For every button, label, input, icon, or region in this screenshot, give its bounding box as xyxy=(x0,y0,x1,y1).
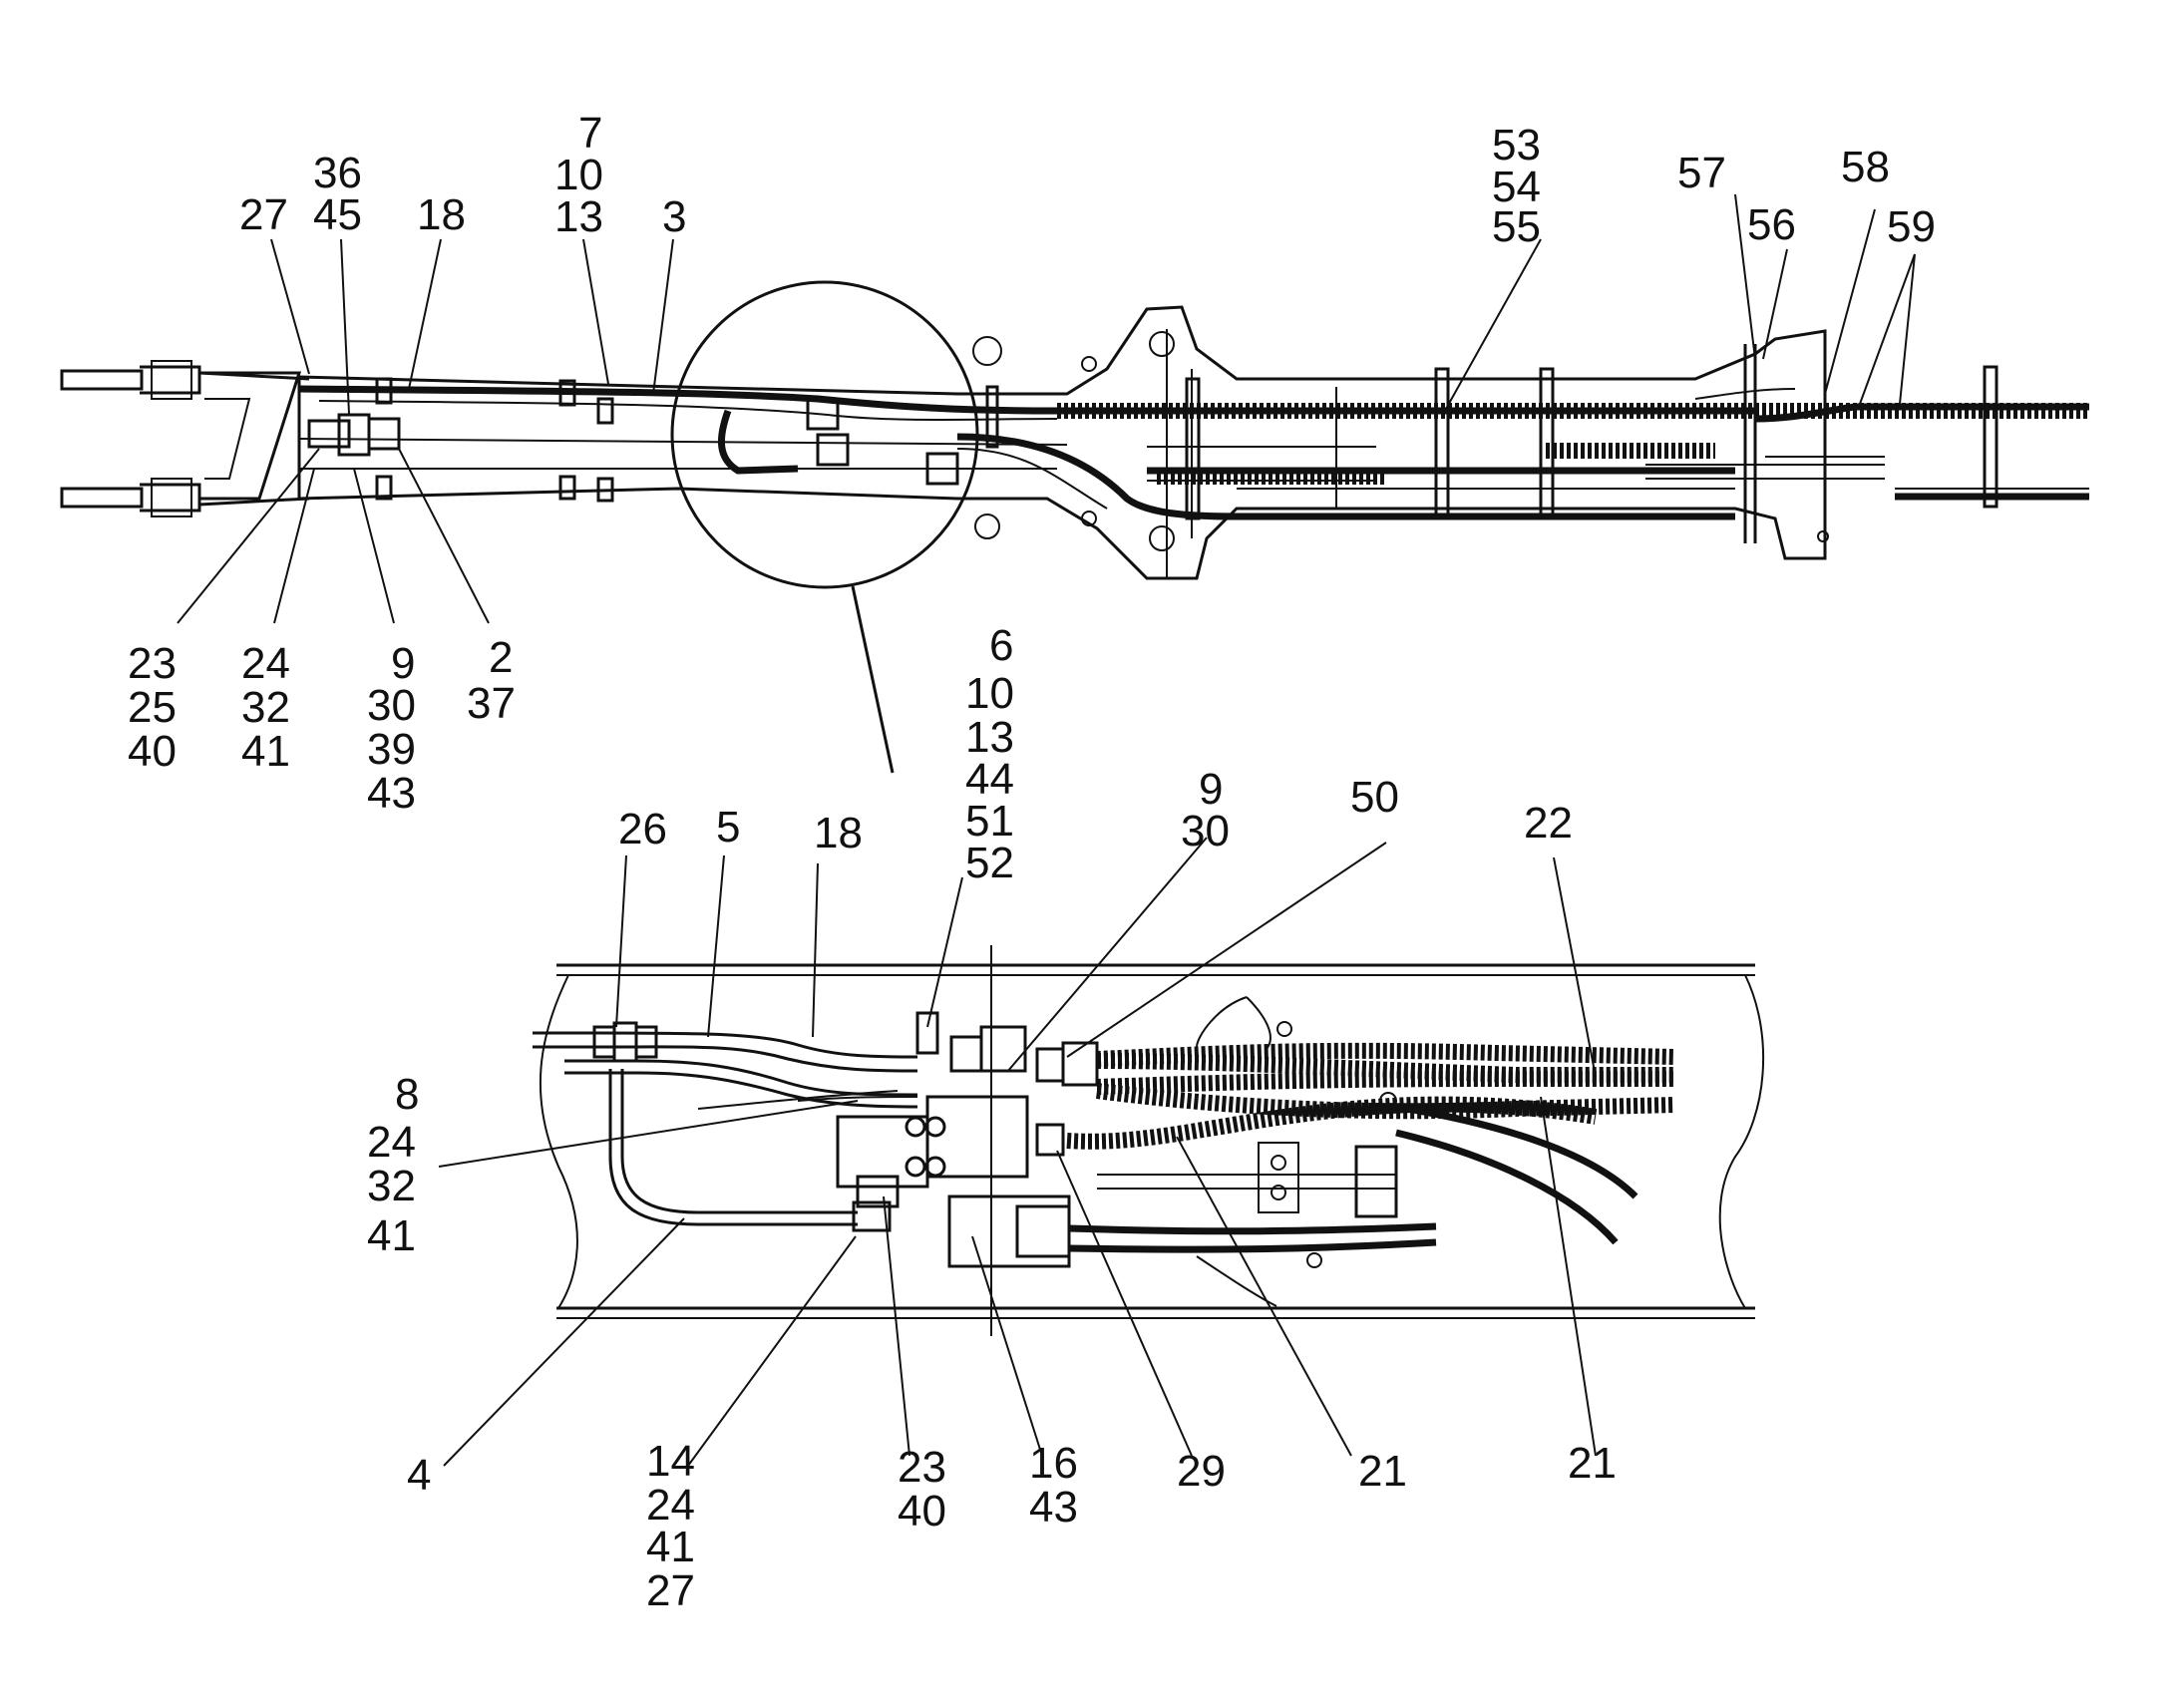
callout-55: 55 xyxy=(1492,202,1541,251)
callout-18: 18 xyxy=(417,190,466,239)
top-callouts: 27 36 45 18 7 10 13 3 53 54 55 57 56 58 … xyxy=(128,109,1936,818)
callout-24: 24 xyxy=(367,1118,416,1167)
boom-end-fork xyxy=(60,360,310,517)
detail-view xyxy=(533,945,1765,1336)
callout-40: 40 xyxy=(128,727,177,776)
callout-43: 43 xyxy=(1029,1483,1078,1532)
callout-26: 26 xyxy=(618,805,667,854)
callout-43: 43 xyxy=(367,769,416,818)
callout-24: 24 xyxy=(646,1481,695,1530)
detail-pointer-line xyxy=(851,585,895,774)
callout-23: 23 xyxy=(128,639,177,688)
callout-6: 6 xyxy=(989,621,1013,670)
callout-9: 9 xyxy=(391,639,415,688)
boom-clamps xyxy=(307,365,1998,520)
detail-magnifier-circle xyxy=(670,280,979,589)
callout-44: 44 xyxy=(965,755,1014,804)
callout-5: 5 xyxy=(716,803,740,852)
callout-10: 10 xyxy=(554,151,603,199)
callout-4: 4 xyxy=(407,1451,431,1500)
callout-39: 39 xyxy=(367,725,416,774)
boom-body xyxy=(297,305,1829,580)
callout-41: 41 xyxy=(367,1211,416,1260)
detail-callouts: 6 10 13 44 51 52 26 5 18 9 30 50 22 8 24… xyxy=(367,621,1617,1615)
callout-41: 41 xyxy=(646,1523,695,1571)
callout-30: 30 xyxy=(367,681,416,730)
callout-27: 27 xyxy=(646,1566,695,1615)
callout-32: 32 xyxy=(367,1162,416,1210)
callout-50: 50 xyxy=(1350,773,1399,822)
boom-hoses xyxy=(298,385,2089,520)
boom-top-view xyxy=(60,280,2089,774)
callout-22: 22 xyxy=(1524,799,1573,848)
callout-45: 45 xyxy=(313,190,362,239)
callout-37: 37 xyxy=(467,679,516,728)
callout-10: 10 xyxy=(965,669,1014,718)
callout-30: 30 xyxy=(1181,807,1230,855)
callout-53: 53 xyxy=(1492,121,1541,170)
callout-3: 3 xyxy=(662,192,686,241)
callout-7: 7 xyxy=(578,109,602,158)
callout-9: 9 xyxy=(1199,765,1223,814)
detail-frame xyxy=(539,945,1765,1336)
callout-13: 13 xyxy=(965,713,1014,762)
callout-32: 32 xyxy=(241,683,290,732)
detail-leader-lines xyxy=(438,837,1597,1467)
callout-2: 2 xyxy=(489,633,513,682)
callout-25: 25 xyxy=(128,683,177,732)
callout-59: 59 xyxy=(1887,202,1936,251)
detail-hoses xyxy=(1066,996,1676,1307)
callout-27: 27 xyxy=(239,190,288,239)
callout-58: 58 xyxy=(1841,143,1890,191)
top-leader-lines xyxy=(177,193,1916,624)
callout-51: 51 xyxy=(965,797,1014,846)
callout-57: 57 xyxy=(1677,149,1726,197)
callout-29: 29 xyxy=(1177,1447,1226,1496)
callout-56: 56 xyxy=(1747,200,1796,249)
callout-41: 41 xyxy=(241,727,290,776)
callout-14: 14 xyxy=(646,1437,695,1486)
callout-21: 21 xyxy=(1358,1447,1407,1496)
callout-24: 24 xyxy=(241,639,290,688)
detail-pipes xyxy=(533,1031,918,1226)
callout-16: 16 xyxy=(1029,1439,1078,1488)
callout-8: 8 xyxy=(395,1070,419,1119)
callout-40: 40 xyxy=(898,1487,946,1536)
callout-23: 23 xyxy=(898,1443,946,1492)
callout-21: 21 xyxy=(1568,1439,1617,1488)
callout-36: 36 xyxy=(313,149,362,197)
callout-18: 18 xyxy=(814,809,863,857)
callout-52: 52 xyxy=(965,839,1014,887)
callout-13: 13 xyxy=(554,192,603,241)
callout-54: 54 xyxy=(1492,163,1541,211)
